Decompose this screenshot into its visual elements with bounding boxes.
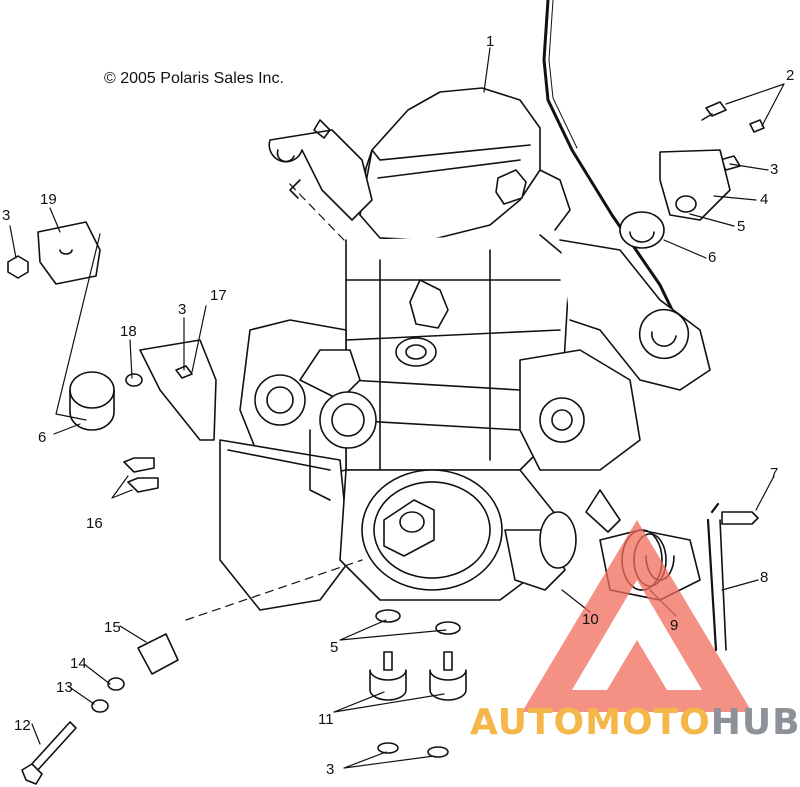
- crankcase: [219, 319, 377, 611]
- watermark-hub: HUB: [710, 702, 800, 743]
- callout-7: 7: [770, 465, 779, 482]
- callout-19: 19: [40, 191, 57, 208]
- watermark-auto: AUTO: [470, 702, 586, 743]
- callout-3: 3: [178, 301, 187, 318]
- top-right-mount-parts: [619, 101, 765, 249]
- leader-lines: [9, 47, 785, 769]
- callout-3: 3: [2, 207, 11, 224]
- bottom-left-parts: [21, 633, 179, 785]
- callout-14: 14: [70, 655, 87, 672]
- callout-5: 5: [330, 639, 339, 656]
- pulley-housing: [339, 469, 566, 601]
- right-side-parts: [706, 502, 759, 652]
- callout-13: 13: [56, 679, 73, 696]
- left-mount-parts: [7, 221, 217, 493]
- cylinder-block: [345, 234, 571, 471]
- callout-3: 3: [326, 761, 335, 778]
- callout-4: 4: [760, 191, 769, 208]
- callout-18: 18: [120, 323, 137, 340]
- callout-10: 10: [582, 611, 599, 628]
- intake-assembly: [268, 119, 373, 221]
- watermark-wordmark: AUTOMOTOHUB: [470, 702, 800, 743]
- callout-17: 17: [210, 287, 227, 304]
- callout-8: 8: [760, 569, 769, 586]
- valve-cover: [359, 87, 571, 261]
- copyright-text: © 2005 Polaris Sales Inc.: [104, 70, 284, 87]
- exhaust-assembly: [519, 239, 711, 533]
- callout-6: 6: [708, 249, 717, 266]
- callout-2: 2: [786, 67, 795, 84]
- bottom-center-parts: [369, 609, 467, 758]
- callout-15: 15: [104, 619, 121, 636]
- callout-5: 5: [737, 218, 746, 235]
- callout-12: 12: [14, 717, 31, 734]
- callout-6: 6: [38, 429, 47, 446]
- dipstick-tube: [542, 0, 678, 320]
- watermark-moto: MOTO: [585, 702, 711, 743]
- callout-9: 9: [670, 617, 679, 634]
- watermark-logo: [522, 520, 752, 712]
- callout-11: 11: [318, 711, 334, 728]
- callout-3: 3: [770, 161, 779, 178]
- callout-16: 16: [86, 515, 103, 532]
- callout-1: 1: [486, 33, 495, 50]
